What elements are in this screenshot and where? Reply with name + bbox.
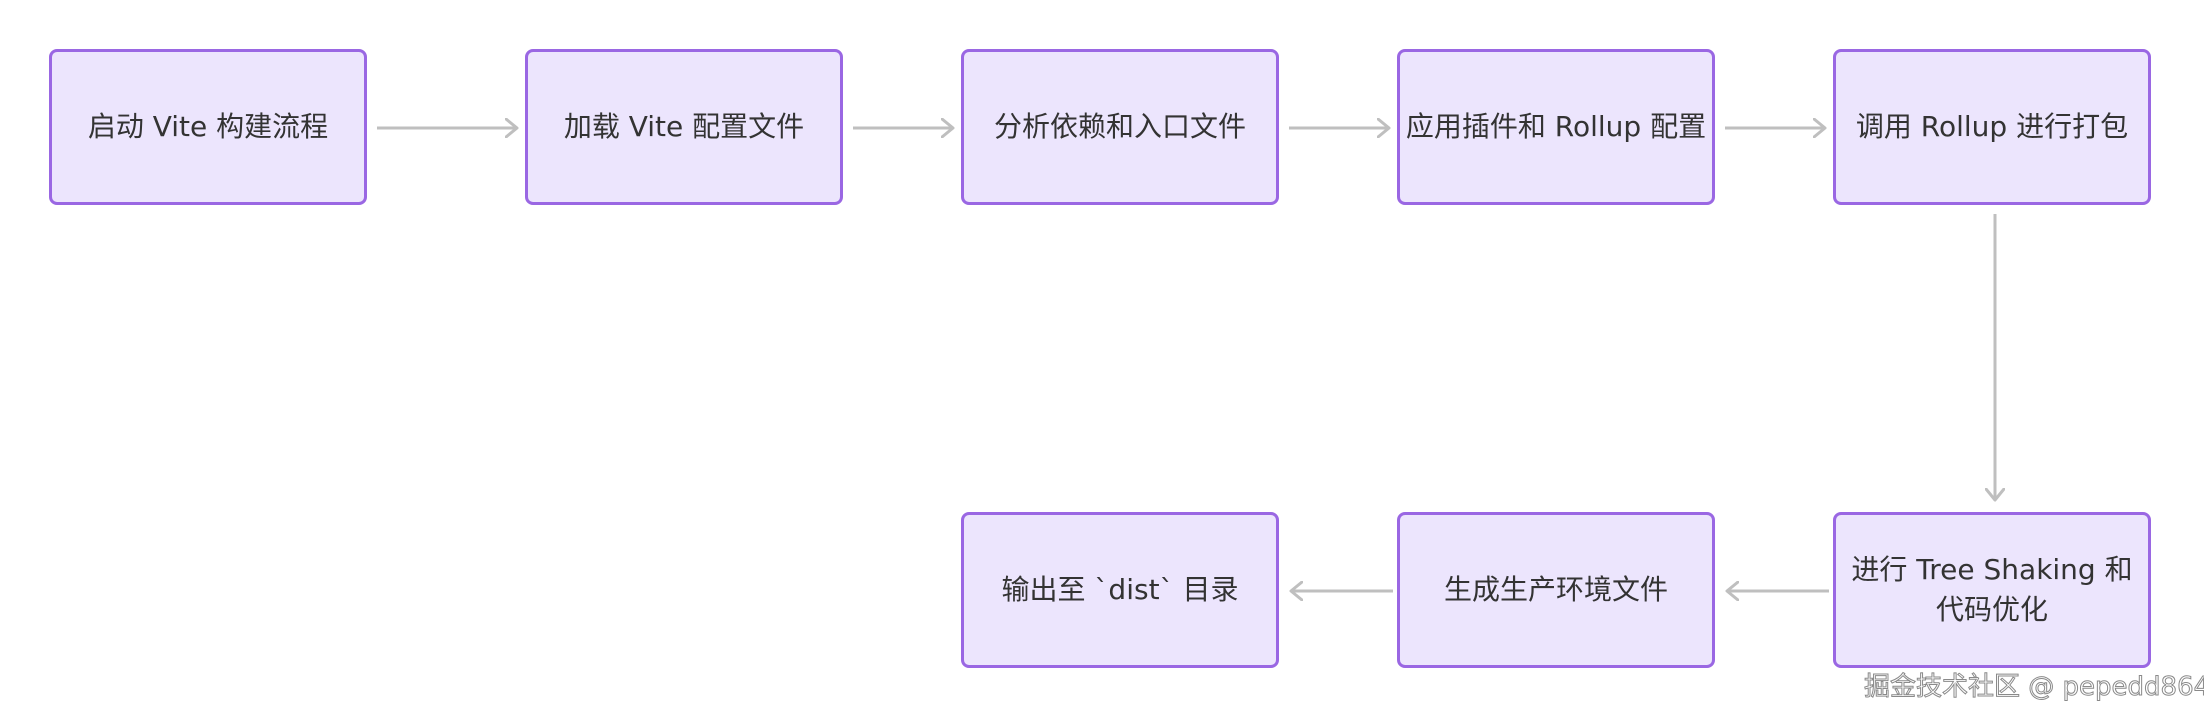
node-call-rollup-bundle: 调用 Rollup 进行打包 — [1833, 49, 2151, 205]
node-start-vite-build: 启动 Vite 构建流程 — [49, 49, 367, 205]
node-label: 分析依赖和入口文件 — [993, 110, 1246, 143]
node-load-vite-config: 加载 Vite 配置文件 — [525, 49, 843, 205]
node-apply-plugins-rollup-config: 应用插件和 Rollup 配置 — [1397, 49, 1715, 205]
watermark: 掘金技术社区 @ pepedd864 — [1863, 672, 2204, 703]
node-output-to-dist: 输出至 `dist` 目录 — [961, 512, 1279, 668]
node-label: 输出至 `dist` 目录 — [1001, 573, 1239, 606]
node-label: 生成生产环境文件 — [1443, 573, 1668, 606]
node-label: 应用插件和 Rollup 配置 — [1405, 110, 1707, 143]
node-analyze-dependencies: 分析依赖和入口文件 — [961, 49, 1279, 205]
node-tree-shaking-optimize: 进行 Tree Shaking 和代码优化 — [1833, 512, 2151, 668]
node-label: 启动 Vite 构建流程 — [87, 110, 329, 143]
node-label: 加载 Vite 配置文件 — [563, 110, 805, 143]
node-label: 进行 Tree Shaking 和代码优化 — [1851, 553, 2133, 626]
node-label: 调用 Rollup 进行打包 — [1855, 110, 2129, 143]
node-generate-production-files: 生成生产环境文件 — [1397, 512, 1715, 668]
